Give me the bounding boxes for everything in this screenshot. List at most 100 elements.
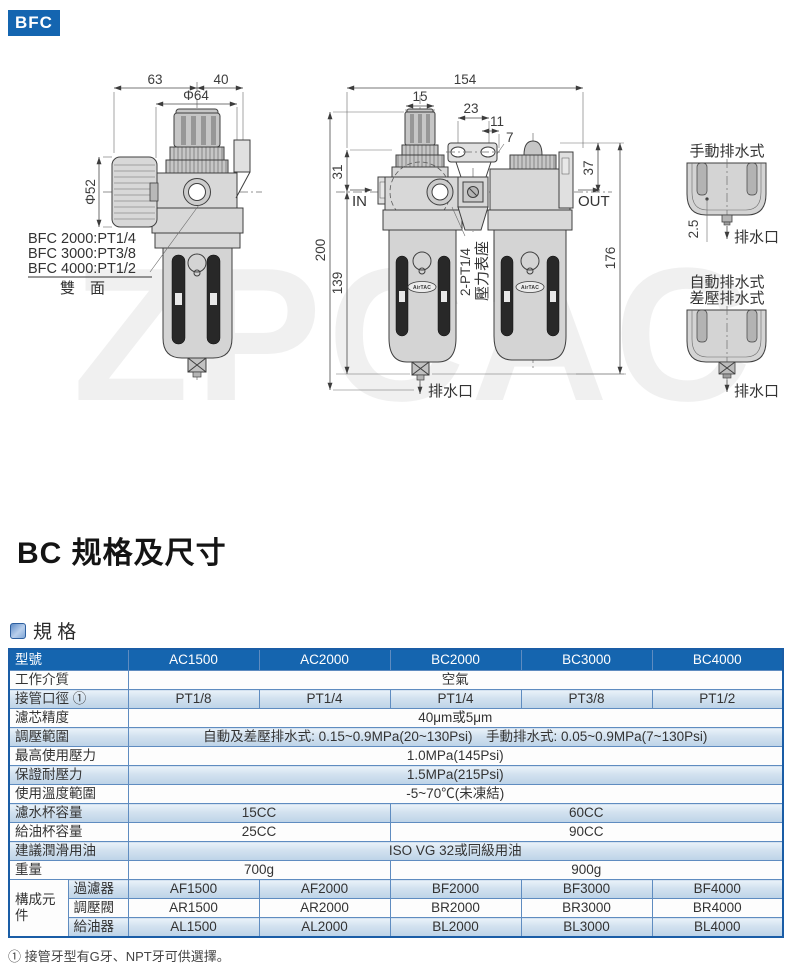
value-cell: BR3000: [520, 898, 653, 918]
row-filtration: 濾芯精度 40μm或5μm: [8, 708, 784, 728]
row-label: 重量: [8, 860, 129, 880]
row-label: 過濾器: [67, 879, 129, 899]
brand-logo: AirTAC: [413, 285, 431, 291]
row-component-filter: 構成元件 過濾器 AF1500 AF2000 BF2000 BF3000 BF4…: [8, 879, 784, 938]
value-cell: 1.5MPa(215Psi): [127, 765, 784, 785]
in-label: IN: [352, 193, 367, 210]
header-model: 型號: [8, 648, 129, 671]
row-label: 調壓範圍: [8, 727, 129, 747]
row-temperature: 使用溫度範圍 -5~70℃(未凍結): [8, 784, 784, 804]
value-cell: 60CC: [389, 803, 784, 823]
spec-section-label: 規 格: [33, 622, 77, 643]
footnote: ① 接管牙型有G牙、NPT牙可供選擇。: [8, 949, 230, 964]
value-cell: 40μm或5μm: [127, 708, 784, 728]
value-cell: 25CC: [127, 822, 391, 842]
value-cell: 90CC: [389, 822, 784, 842]
technical-drawing: ZPCAC 63 40 Φ64: [28, 72, 779, 441]
dim-phi52: Φ52: [83, 179, 98, 205]
dim-37: 37: [581, 160, 596, 175]
value-cell: PT1/2: [651, 689, 784, 709]
row-max-pressure: 最高使用壓力 1.0MPa(145Psi): [8, 746, 784, 766]
value-cell: 1.0MPa(145Psi): [127, 746, 784, 766]
value-cell: AL1500: [127, 917, 260, 938]
row-filter-bowl: 濾水杯容量 15CC 60CC: [8, 803, 784, 823]
value-cell: BL2000: [389, 917, 522, 938]
value-cell: 空氣: [127, 670, 784, 690]
row-label: 使用溫度範圍: [8, 784, 129, 804]
brand-logo: AirTAC: [521, 285, 539, 291]
value-cell: PT3/8: [520, 689, 653, 709]
value-cell: BR2000: [389, 898, 522, 918]
dim-23: 23: [463, 101, 478, 116]
row-port-size: 接管口徑 ① PT1/8 PT1/4 PT1/4 PT3/8 PT1/2: [8, 689, 784, 709]
dim-11: 11: [490, 114, 504, 129]
row-proof-pressure: 保證耐壓力 1.5MPa(215Psi): [8, 765, 784, 785]
manual-drain-view: 手動排水式 2.5 排水口: [686, 143, 779, 246]
spec-section-heading: 規 格: [10, 617, 76, 644]
row-label: 濾芯精度: [8, 708, 129, 728]
manual-drain-port-label: 排水口: [734, 229, 779, 246]
left-view: 63 40 Φ64: [28, 72, 262, 380]
row-oil-bowl: 給油杯容量 25CC 90CC: [8, 822, 784, 842]
components-group-label: 構成元件: [8, 879, 69, 938]
row-label: 給油器: [67, 917, 129, 938]
header-ac1500: AC1500: [127, 648, 260, 671]
manual-drain-title: 手動排水式: [689, 143, 764, 160]
value-cell: BL4000: [651, 917, 784, 938]
value-cell: PT1/8: [127, 689, 260, 709]
auto-drain-title: 自動排水式: [689, 274, 764, 291]
row-component-lubricator: 給油器 AL1500 AL2000 BL2000 BL3000 BL4000: [9, 917, 784, 938]
front-view: 154 15 23 11 7 31 139 200: [313, 72, 626, 400]
row-label: 濾水杯容量: [8, 803, 129, 823]
dim-phi64: Φ64: [183, 88, 209, 103]
value-cell: BF4000: [651, 879, 784, 899]
row-weight: 重量 700g 900g: [8, 860, 784, 880]
value-cell: PT1/4: [389, 689, 522, 709]
page-title: BC 规格及尺寸: [17, 537, 227, 570]
row-label: 工作介質: [8, 670, 129, 690]
dim-154: 154: [454, 72, 477, 87]
value-cell: BF3000: [520, 879, 653, 899]
gauge-port-note-2: 壓力表座: [474, 241, 491, 301]
value-cell: PT1/4: [258, 689, 391, 709]
value-cell: 900g: [389, 860, 784, 880]
out-label: OUT: [578, 193, 610, 210]
drain-port-label: 排水口: [428, 383, 473, 400]
row-working-medium: 工作介質 空氣: [8, 670, 784, 690]
row-label: 調壓閥: [67, 898, 129, 918]
model-line-1: BFC 2000:PT1/4: [28, 231, 136, 247]
dim-40: 40: [213, 72, 228, 87]
dim-15: 15: [412, 89, 427, 104]
auto-drain-port-label: 排水口: [734, 383, 779, 400]
value-cell: AF1500: [127, 879, 260, 899]
diff-drain-title: 差壓排水式: [689, 290, 764, 307]
spec-table: 型號 AC1500 AC2000 BC2000 BC3000 BC4000 工作…: [8, 648, 784, 938]
value-cell: 自動及差壓排水式: 0.15~0.9MPa(20~130Psi) 手動排水式: …: [127, 727, 784, 747]
model-line-2: BFC 3000:PT3/8: [28, 246, 136, 262]
model-line-3: BFC 4000:PT1/2: [28, 261, 136, 277]
value-cell: BL3000: [520, 917, 653, 938]
row-label: 給油杯容量: [8, 822, 129, 842]
table-header-row: 型號 AC1500 AC2000 BC2000 BC3000 BC4000: [8, 648, 784, 671]
row-label: 建議潤滑用油: [8, 841, 129, 861]
value-cell: -5~70℃(未凍結): [127, 784, 784, 804]
row-pressure-range: 調壓範圍 自動及差壓排水式: 0.15~0.9MPa(20~130Psi) 手動…: [8, 727, 784, 747]
dim-139: 139: [330, 272, 345, 295]
value-cell: BF2000: [389, 879, 522, 899]
header-bc2000: BC2000: [389, 648, 522, 671]
value-cell: BR4000: [651, 898, 784, 918]
value-cell: ISO VG 32或同級用油: [127, 841, 784, 861]
value-cell: AR1500: [127, 898, 260, 918]
section-bullet-icon: [10, 622, 26, 639]
value-cell: AL2000: [258, 917, 391, 938]
dim-200: 200: [313, 239, 328, 262]
header-bc4000: BC4000: [651, 648, 784, 671]
double-sided-label: 雙 面: [60, 280, 105, 297]
value-cell: 700g: [127, 860, 391, 880]
dim-2-5: 2.5: [686, 220, 701, 239]
value-cell: AF2000: [258, 879, 391, 899]
header-bc3000: BC3000: [520, 648, 653, 671]
value-cell: 15CC: [127, 803, 391, 823]
dim-7: 7: [506, 130, 514, 145]
